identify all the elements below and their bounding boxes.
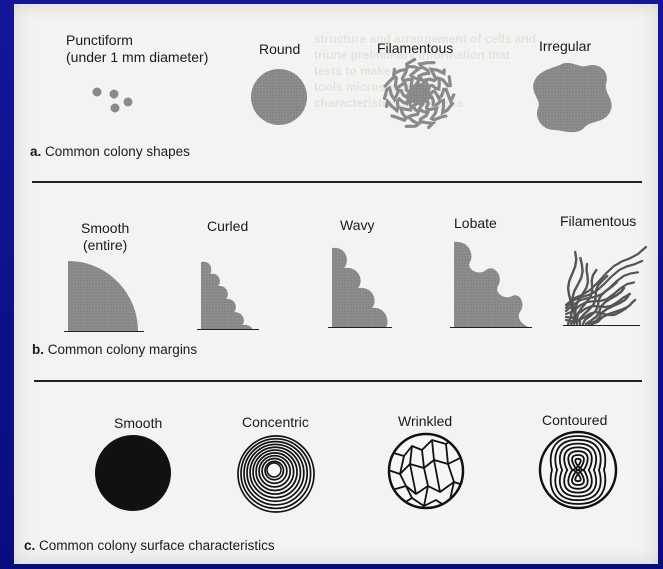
colony-figures (14, 4, 658, 564)
wavy-margin-icon (332, 248, 387, 327)
wrinkled-surface-icon (388, 434, 466, 508)
filamentous-margin-icon (566, 247, 646, 324)
round-colony-icon (251, 69, 307, 125)
concentric-surface-icon (238, 436, 314, 512)
punctiform-icon (93, 88, 133, 113)
filamentous-colony-icon (385, 60, 454, 128)
contoured-surface-icon (540, 432, 616, 508)
curled-margin-icon (201, 262, 252, 329)
smooth-margin-icon (68, 261, 138, 331)
lobate-margin-icon (454, 242, 528, 327)
irregular-colony-icon (533, 63, 612, 132)
smooth-surface-icon (95, 435, 171, 511)
textbook-page: structure and arrangement of cells and t… (14, 4, 658, 564)
